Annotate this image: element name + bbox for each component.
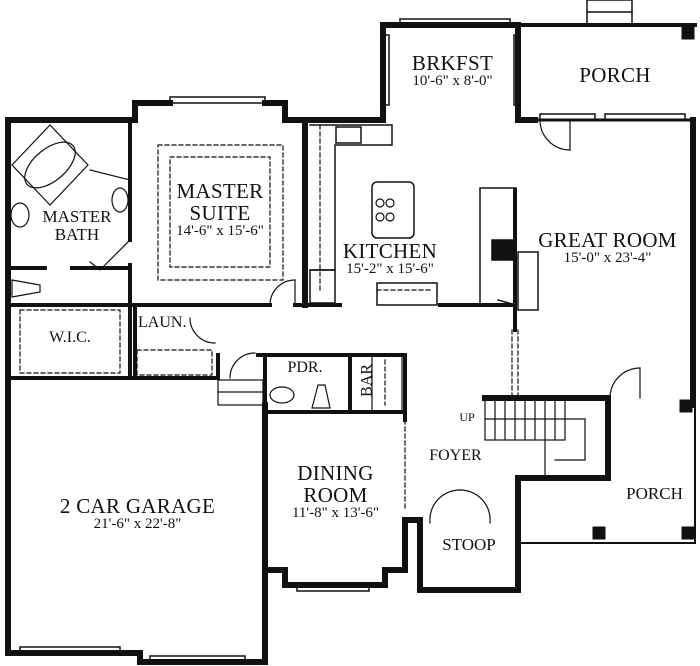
room-label-laun: LAUN. [138, 314, 203, 332]
fireplace [479, 187, 539, 311]
room-name-line1: DINING [297, 461, 374, 485]
room-name-line2: BATH [54, 224, 100, 244]
room-name: BAR [358, 363, 376, 397]
room-name-line2: SUITE [189, 201, 251, 226]
room-name-line1: MASTER [176, 179, 264, 203]
stair-label-up: UP [452, 411, 482, 424]
kitchen-counters [309, 124, 438, 306]
room-dims: 21'-6" x 22'-8" [93, 516, 182, 533]
room-label-great-room: GREAT ROOM 15'-0" x 23'-4" [520, 229, 695, 267]
room-name: BRKFST [411, 51, 494, 75]
room-name-line1: MASTER [42, 207, 112, 226]
room-dims: 15'-0" x 23'-4" [563, 250, 652, 267]
room-name: KITCHEN [342, 239, 438, 263]
room-label-bar: BAR [358, 362, 377, 398]
room-name: LAUN. [138, 314, 187, 331]
room-name: PORCH [579, 63, 651, 87]
stair-direction: UP [459, 410, 475, 424]
cooktop-icon [375, 198, 395, 222]
room-name: STOOP [442, 535, 496, 554]
room-name: PDR. [287, 359, 323, 376]
room-label-porch-front: PORCH [612, 485, 697, 503]
door-swings [89, 119, 641, 524]
room-name: 2 CAR GARAGE [59, 494, 216, 518]
windows [19, 0, 686, 663]
room-label-kitchen: KITCHEN 15'-2" x 15'-6" [310, 240, 470, 278]
room-name: FOYER [429, 447, 482, 464]
room-name-line2: ROOM [303, 483, 368, 508]
room-dims: 10'-6" x 8'-0" [412, 73, 493, 90]
room-name: GREAT ROOM [538, 228, 677, 252]
room-label-foyer: FOYER [418, 447, 493, 465]
interior-walls [6, 118, 517, 422]
room-dims: 11'-8" x 13'-6" [291, 505, 380, 522]
porch-columns [592, 26, 695, 540]
room-name: W.I.C. [49, 329, 91, 346]
room-label-pdr: PDR. [275, 359, 335, 377]
room-dims: 14'-6" x 15'-6" [176, 223, 264, 240]
staircase [484, 397, 586, 479]
room-label-master-bath: MASTER BATH [28, 208, 126, 244]
room-name: PORCH [626, 484, 683, 503]
room-label-porch-rear: PORCH [545, 64, 685, 86]
room-label-brkfst: BRKFST 10'-6" x 8'-0" [390, 52, 515, 90]
room-label-stoop: STOOP [420, 536, 518, 554]
room-label-wic: W.I.C. [25, 329, 115, 347]
room-label-dining: DINING ROOM 11'-8" x 13'-6" [268, 462, 403, 522]
room-label-master-suite: MASTER SUITE 14'-6" x 15'-6" [150, 180, 290, 240]
room-dims: 15'-2" x 15'-6" [346, 261, 434, 278]
dashed-lines [19, 124, 519, 511]
room-label-garage: 2 CAR GARAGE 21'-6" x 22'-8" [30, 495, 245, 533]
bath-fixtures [10, 121, 331, 409]
